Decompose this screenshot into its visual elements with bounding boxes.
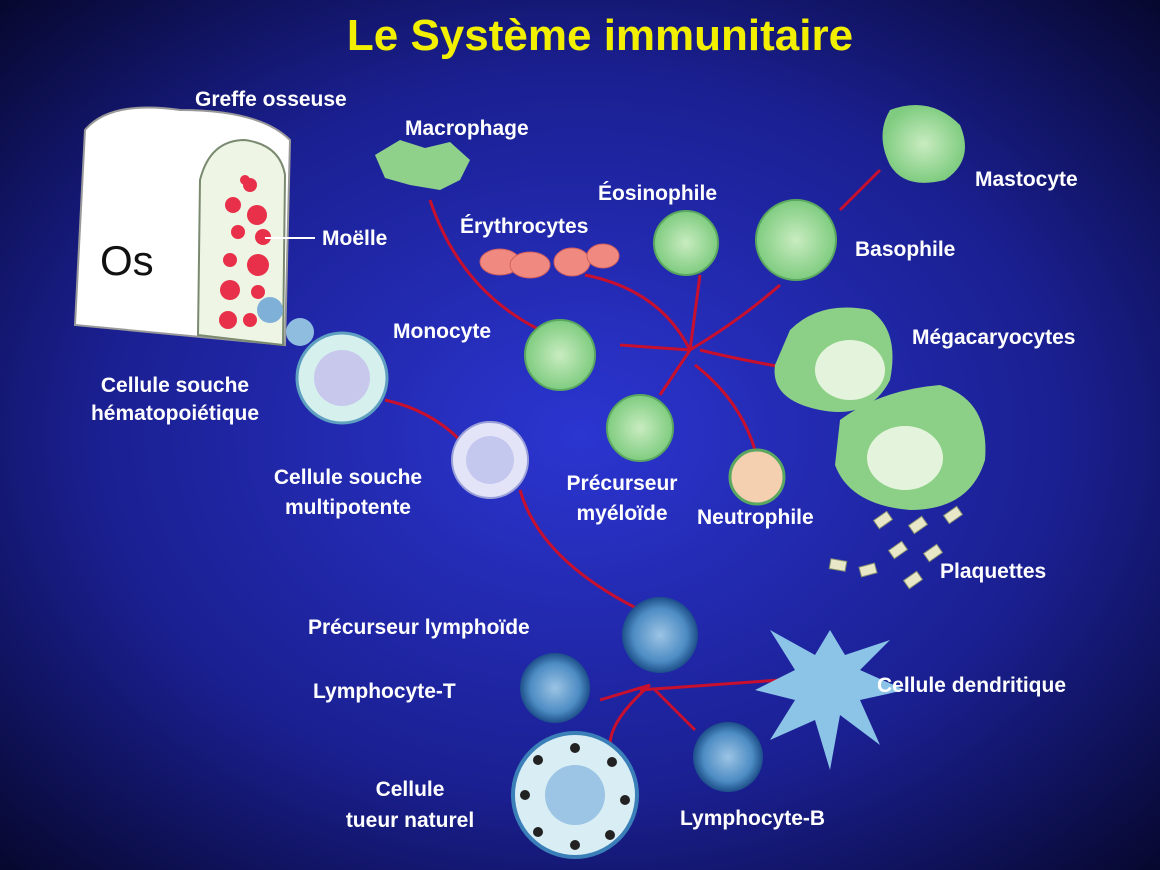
dendritic-cell [755,630,905,770]
multipotent-stem-cell [451,421,529,499]
myeloid-label-line1: Précurseur [567,472,678,495]
title: Le Système immunitaire [347,11,853,60]
bone-illustration: Os [73,106,315,347]
erythrocytes-label: Érythrocytes [460,215,588,238]
lymphocyte-b-cell [693,722,763,792]
macrophage-label: Macrophage [405,117,529,140]
mastocyte-label: Mastocyte [975,168,1078,191]
lymphocyte-b-label: Lymphocyte-B [680,807,825,830]
platelets [828,505,964,590]
lymphocyte-t-cell [520,653,590,723]
hsc-label-line2: hématopoiétique [91,402,259,425]
erythrocytes-cells [479,243,620,279]
nk-label-line1: Cellule [376,778,445,801]
dendritic-label: Cellule dendritique [877,674,1066,697]
hsc-label-line1: Cellule souche [101,374,249,397]
myeloid-label-line2: myéloïde [576,502,667,525]
eosinophile-label: Éosinophile [598,182,717,205]
hematopoietic-stem-cell [295,331,389,425]
eosinophile-cell [653,210,719,276]
mastocyte-cell [882,105,965,183]
neutrophile-label: Neutrophile [697,506,814,529]
arrows [384,168,882,746]
megacaryocytes-label: Mégacaryocytes [912,326,1075,349]
basophile-label: Basophile [855,238,955,261]
graft-label: Greffe osseuse [195,88,347,111]
lymphocyte-t-label: Lymphocyte-T [313,680,456,703]
myeloid-precursor-cell [606,394,674,462]
plaquettes-label: Plaquettes [940,560,1046,583]
macrophage-cell [375,140,470,190]
lymphoid-precursor-cell [622,597,698,673]
basophile-cell [755,199,837,281]
mpp-label-line2: multipotente [285,496,411,519]
monocyte-label: Monocyte [393,320,491,343]
bone-label: Os [100,237,154,284]
marrow-cells [219,175,271,329]
lymphoid-precursor-label: Précurseur lymphoïde [308,616,530,639]
natural-killer-cell [511,731,639,859]
nk-label-line2: tueur naturel [346,809,474,832]
mpp-label-line1: Cellule souche [274,466,422,489]
monocyte-cell [524,319,596,391]
neutrophile-cell [728,448,786,506]
marrow-label: Moëlle [322,227,387,250]
